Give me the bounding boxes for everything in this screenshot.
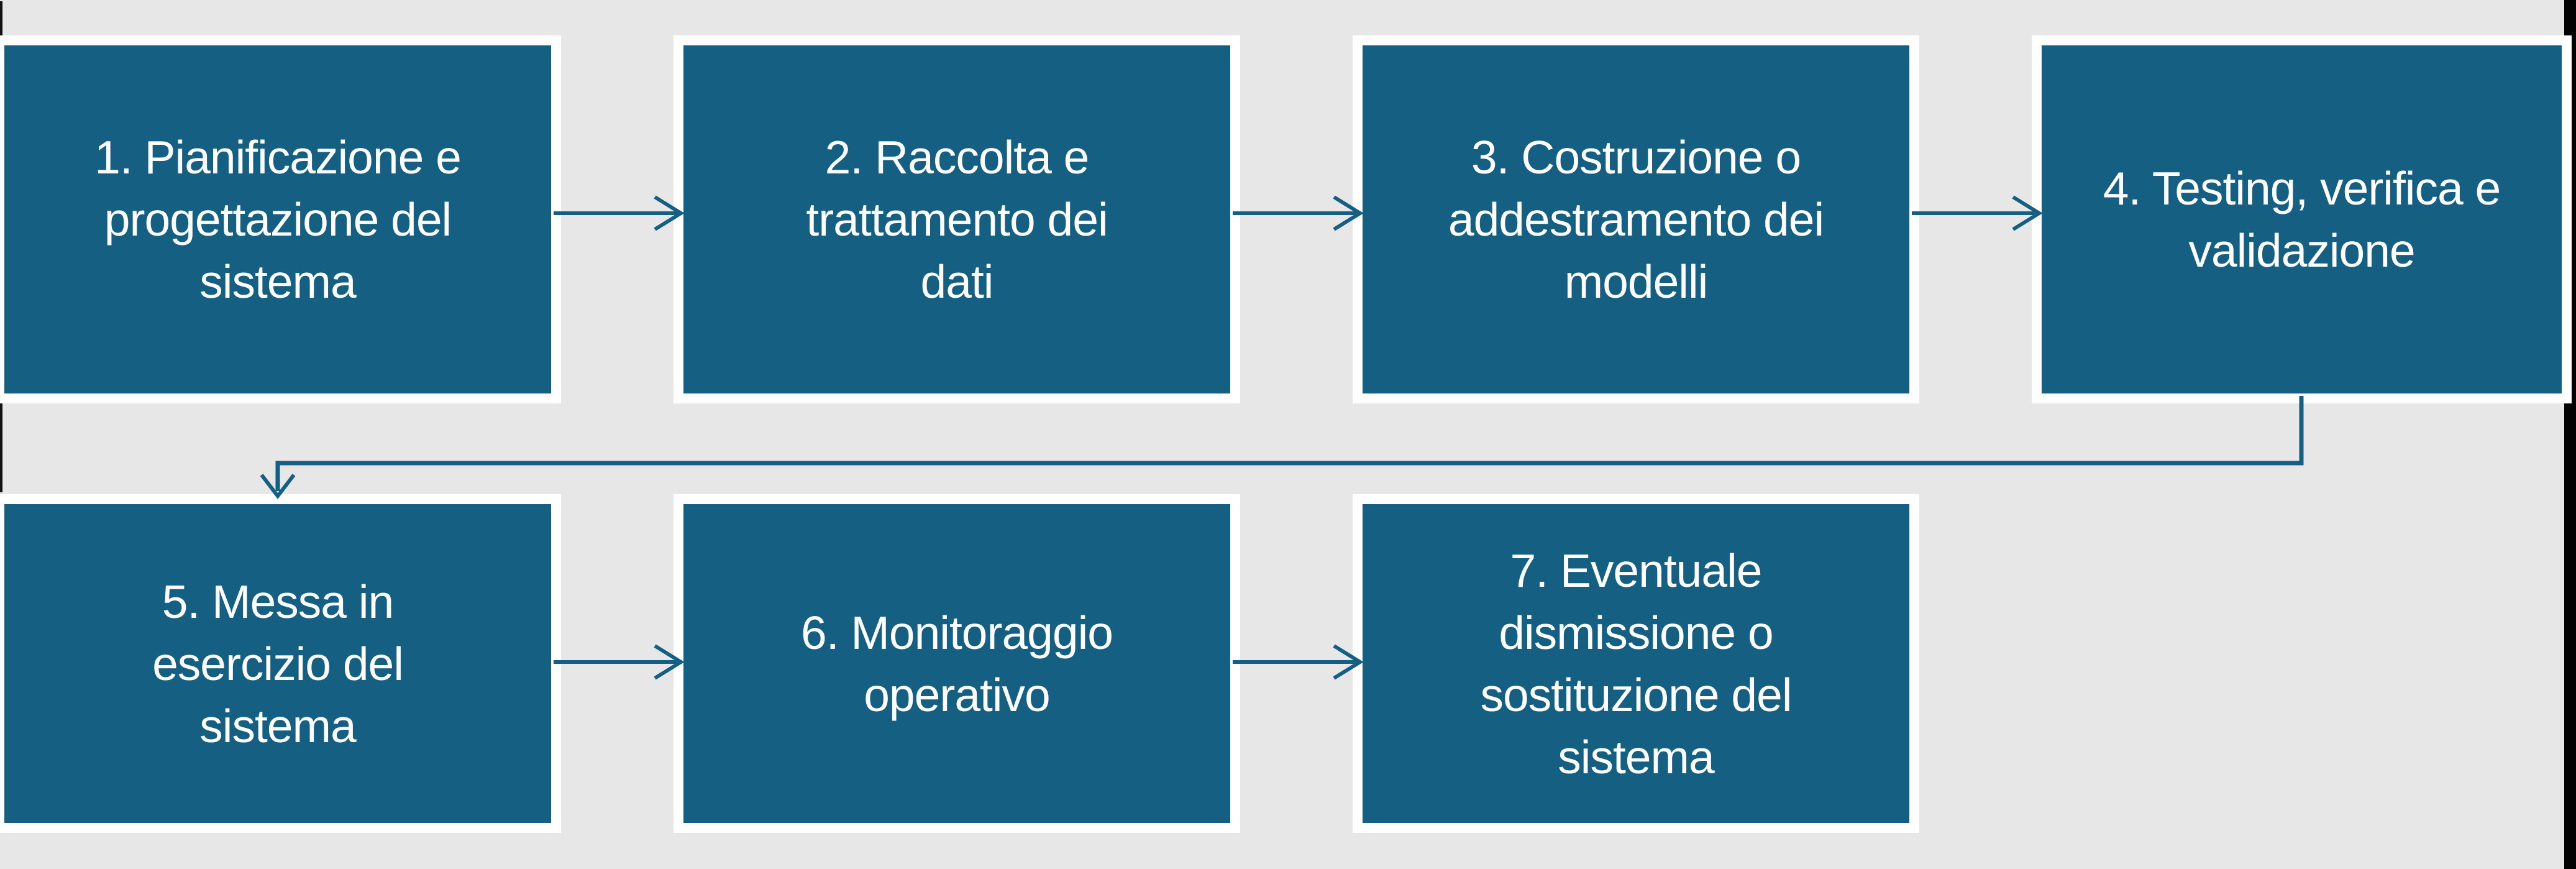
step-label-4: 4. Testing, verifica e validazione xyxy=(2103,162,2501,277)
step-label-7: 7. Eventuale dismissione o sostituzione … xyxy=(1480,544,1793,783)
left-edge-artifact-top xyxy=(0,1,2,40)
arrow-6-to-7 xyxy=(1233,644,1364,680)
step-box-2: 2. Raccolta e trattamento dei dati xyxy=(674,35,1240,403)
step-label-6: 6. Monitoraggio operativo xyxy=(801,606,1113,721)
step-box-5: 5. Messa in esercizio del sistema xyxy=(0,494,561,833)
step-box-1: 1. Pianificazione e progettazione del si… xyxy=(0,35,561,403)
arrow-3-to-4 xyxy=(1912,195,2043,231)
step-box-7: 7. Eventuale dismissione o sostituzione … xyxy=(1353,494,1919,833)
step-label-3: 3. Costruzione o addestramento dei model… xyxy=(1448,131,1824,308)
left-edge-artifact-middle xyxy=(0,398,2,492)
arrow-5-to-6 xyxy=(554,644,685,680)
step-label-2: 2. Raccolta e trattamento dei dati xyxy=(806,131,1108,308)
arrow-down-head-icon xyxy=(260,474,296,499)
step-box-3: 3. Costruzione o addestramento dei model… xyxy=(1353,35,1919,403)
arrow-1-to-2 xyxy=(554,195,685,231)
step-box-4: 4. Testing, verifica e validazione xyxy=(2032,35,2572,403)
step-box-6: 6. Monitoraggio operativo xyxy=(674,494,1240,833)
step-label-1: 1. Pianificazione e progettazione del si… xyxy=(94,131,462,308)
arrow-2-to-3 xyxy=(1233,195,1364,231)
elbow-path xyxy=(275,396,2304,491)
step-label-5: 5. Messa in esercizio del sistema xyxy=(152,575,404,752)
elbow-connector-4-to-5 xyxy=(260,396,2304,499)
